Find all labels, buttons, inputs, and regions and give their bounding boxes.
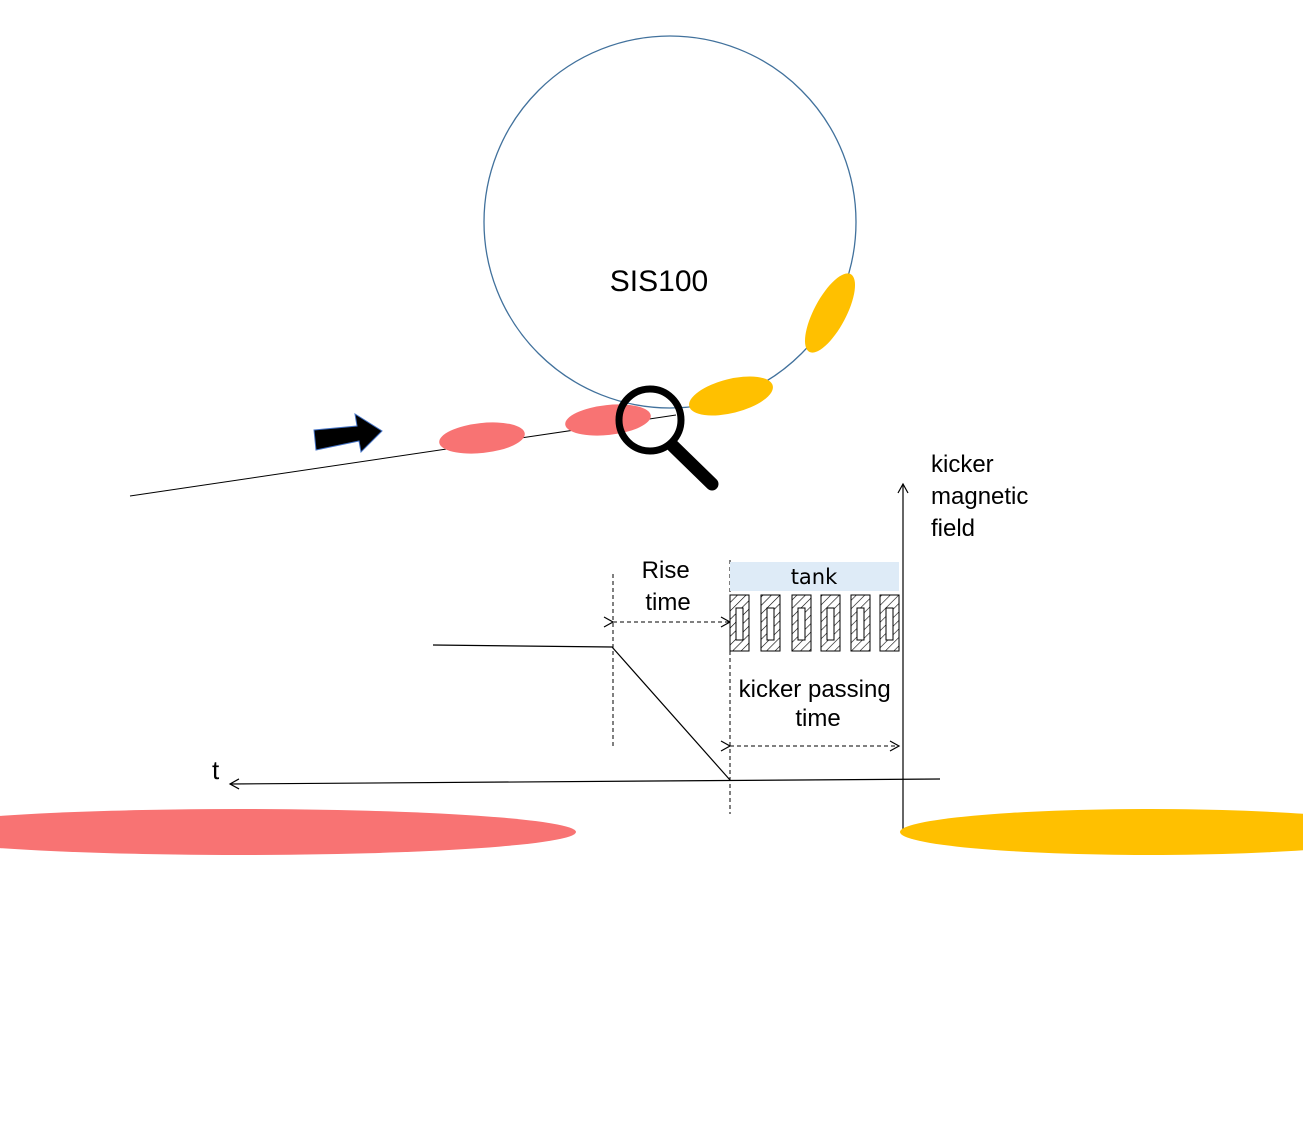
field-axis-label: kicker magnetic field xyxy=(931,451,1035,542)
rise-time-label: Rise time xyxy=(642,557,697,616)
sis100-ring xyxy=(483,35,857,409)
circulating-bunch-upper xyxy=(804,273,856,353)
time-axis xyxy=(228,778,941,790)
kicker-module xyxy=(820,594,841,652)
kicker-modules xyxy=(729,594,900,652)
tank-box xyxy=(730,562,899,591)
injected-bunch-large xyxy=(0,809,576,855)
kicker-module xyxy=(760,594,781,652)
right-arrow-icon xyxy=(313,412,383,454)
time-axis-label: t xyxy=(212,755,220,785)
injected-bunch-1 xyxy=(439,422,525,454)
field-waveform xyxy=(432,644,731,781)
kicker-module xyxy=(791,594,812,652)
ring-label: SIS100 xyxy=(610,265,708,298)
tank-label: tank xyxy=(791,565,838,589)
injected-bunch-2 xyxy=(565,404,651,436)
kicker-module xyxy=(729,594,750,652)
kicker-module xyxy=(879,594,900,652)
circulating-bunch-large xyxy=(900,809,1303,855)
kicker-passing-time-label: kicker passing time xyxy=(739,676,898,732)
magnifier-icon xyxy=(615,385,719,491)
kicker-module xyxy=(850,594,871,652)
circulating-bunch-lower xyxy=(689,376,773,416)
